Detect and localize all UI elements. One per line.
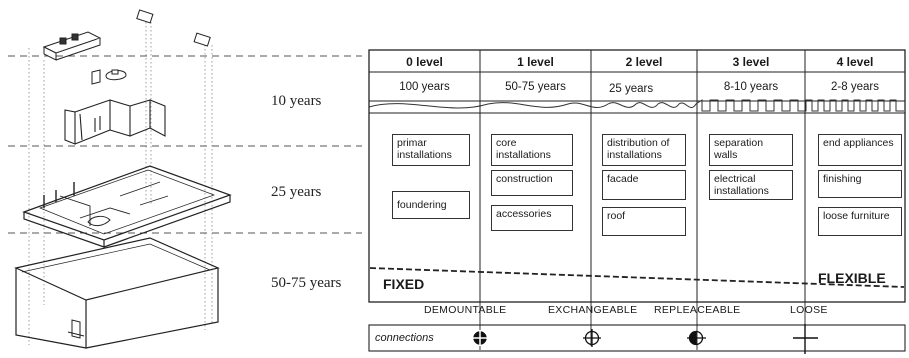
level-matrix-lines <box>368 49 906 354</box>
connection-type-replaceable: REPLEACEABLE <box>654 304 741 316</box>
level-2-years: 25 years <box>609 83 654 95</box>
component-foundering: foundering <box>392 191 470 219</box>
connection-type-demountable: DEMOUNTABLE <box>424 304 507 316</box>
component-facade: facade <box>602 170 686 200</box>
fixed-label: FIXED <box>383 276 425 292</box>
component-loose-furniture: loose furniture <box>818 207 902 236</box>
appliance-parts <box>42 9 211 85</box>
level-4-years: 2-8 years <box>831 81 879 93</box>
connection-symbol-fixed <box>472 330 488 346</box>
exploded-building-drawing <box>8 9 362 349</box>
layer-partitions <box>64 99 166 145</box>
frequency-wave <box>368 99 904 112</box>
level-0-title: 0 level <box>406 55 443 69</box>
component-accessories: accessories <box>491 205 573 231</box>
level-1-years: 50-75 years <box>505 81 566 93</box>
lifespan-label-10: 10 years <box>271 93 322 109</box>
fixed-flexible-line <box>369 267 905 288</box>
level-3-years: 8-10 years <box>723 81 779 93</box>
layer-floor-slab <box>22 165 232 248</box>
connection-symbol-exchangeable <box>583 329 601 347</box>
component-core-installations: core installations <box>491 134 573 166</box>
component-electrical-installations: electrical installations <box>709 170 793 200</box>
level-3-title: 3 level <box>732 55 770 69</box>
lifespan-label-25: 25 years <box>271 184 322 200</box>
connection-symbol-replaceable <box>687 330 706 346</box>
connection-symbol-loose <box>793 324 818 354</box>
connections-label: connections <box>375 332 434 344</box>
level-4-title: 4 level <box>836 55 874 69</box>
level-0-years: 100 years <box>399 81 450 93</box>
component-distribution-of-installations: distribution of installations <box>602 134 686 166</box>
component-construction: construction <box>491 170 573 196</box>
component-roof: roof <box>602 207 686 236</box>
connection-type-exchangeable: EXCHANGEABLE <box>548 304 638 316</box>
layer-structure-box <box>14 237 220 349</box>
lifespan-label-50-75: 50-75 years <box>271 275 342 291</box>
component-separation-walls: separation walls <box>709 134 793 166</box>
flexible-label: FLEXIBLE <box>818 270 886 286</box>
connection-type-loose: LOOSE <box>790 304 828 316</box>
level-1-title: 1 level <box>517 55 554 69</box>
component-primar-installations: primar installations <box>392 134 470 166</box>
component-finishing: finishing <box>818 170 902 198</box>
level-2-title: 2 level <box>625 55 663 69</box>
component-end-appliances: end appliances <box>818 134 902 166</box>
